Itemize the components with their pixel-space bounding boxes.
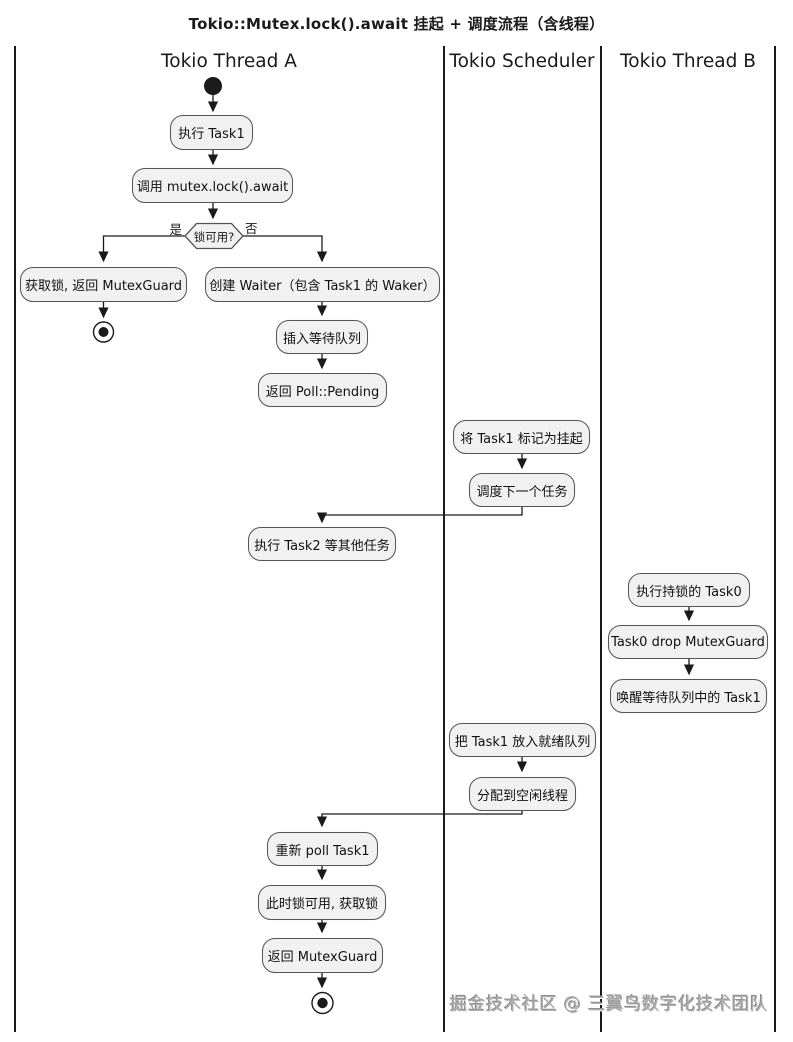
edge-schedule-to-exec-task2 <box>316 507 523 524</box>
node-lock-now-available: 此时锁可用, 获取锁 <box>258 885 386 920</box>
lane-divider-scheduler-b <box>600 46 602 1032</box>
node-return-pending: 返回 Poll::Pending <box>258 373 387 407</box>
decision-question: 锁可用? <box>193 229 235 244</box>
lane-border-left <box>14 46 16 1032</box>
node-assign-idle-thread: 分配到空闲线程 <box>469 777 576 811</box>
edge-assign-to-repoll <box>316 811 523 828</box>
lane-divider-a-scheduler <box>443 46 445 1032</box>
lane-label-thread-a: Tokio Thread A <box>161 51 297 72</box>
node-mark-task1-suspended: 将 Task1 标记为挂起 <box>453 420 590 454</box>
edge-decision-no <box>242 235 328 263</box>
decision-hexagon <box>184 222 244 250</box>
node-exec-task1: 执行 Task1 <box>170 115 253 150</box>
end-node-bottom-icon <box>311 991 334 1015</box>
node-wake-task1: 唤醒等待队列中的 Task1 <box>610 679 767 713</box>
start-node-icon <box>204 77 222 95</box>
node-task1-ready-queue: 把 Task1 放入就绪队列 <box>449 723 596 757</box>
diagram-title: Tokio::Mutex.lock().await 挂起 + 调度流程（含线程） <box>188 15 605 33</box>
node-insert-wait-queue: 插入等待队列 <box>276 320 368 354</box>
branch-label-no: 否 <box>245 221 258 236</box>
watermark-text: 掘金技术社区 @ 三翼鸟数字化技术团队 <box>450 995 769 1015</box>
node-call-lock-await: 调用 mutex.lock().await <box>132 168 293 203</box>
end-node-left-icon <box>92 321 115 343</box>
lane-label-thread-b: Tokio Thread B <box>620 51 756 72</box>
lane-border-right <box>774 46 776 1032</box>
node-exec-task0: 执行持锁的 Task0 <box>628 573 750 607</box>
node-exec-task2: 执行 Task2 等其他任务 <box>248 527 396 561</box>
lane-label-scheduler: Tokio Scheduler <box>449 51 595 72</box>
node-create-waiter: 创建 Waiter（包含 Task1 的 Waker） <box>205 267 440 302</box>
node-repoll-task1: 重新 poll Task1 <box>267 832 378 866</box>
node-return-mutex-guard: 返回 MutexGuard <box>262 938 383 973</box>
node-task0-drop-guard: Task0 drop MutexGuard <box>608 625 768 659</box>
branch-label-yes: 是 <box>169 222 182 237</box>
node-schedule-next: 调度下一个任务 <box>469 473 575 507</box>
edge-decision-yes <box>98 235 186 263</box>
node-acquire-lock: 获取锁, 返回 MutexGuard <box>20 267 187 302</box>
